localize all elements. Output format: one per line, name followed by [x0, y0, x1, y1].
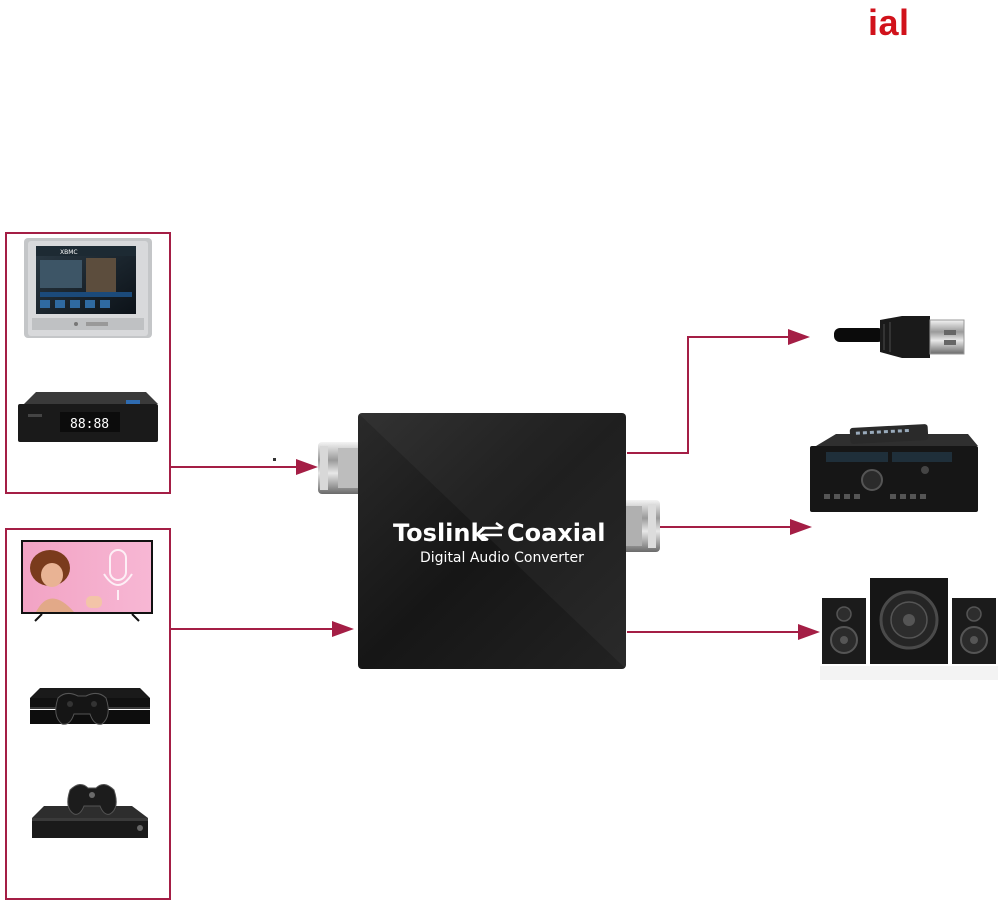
- set-top-box-icon: 88:88: [18, 392, 158, 442]
- speaker-system-icon: [820, 578, 998, 680]
- arrow-to-receiver: [660, 519, 812, 535]
- tv-app-name: XBMC: [60, 249, 78, 256]
- arrow-top-source-to-converter: [171, 459, 318, 475]
- converter-device: Toslink Coaxial Digital Audio Converter: [318, 413, 660, 669]
- left-jack-icon: [318, 442, 362, 494]
- stray-dot: [273, 458, 276, 461]
- arrow-bottom-source-to-converter: [171, 621, 354, 637]
- converter-subtitle: Digital Audio Converter: [420, 550, 584, 566]
- subwoofer-icon: [870, 578, 948, 664]
- usb-cable-icon: [834, 316, 964, 358]
- crt-tv-icon: XBMC: [24, 238, 152, 338]
- right-speaker-icon: [952, 598, 996, 664]
- arrow-to-usb: [627, 329, 810, 453]
- converter-title-left: Toslink: [393, 519, 487, 547]
- set-top-box-display: 88:88: [70, 417, 109, 432]
- xbox-console-icon: [32, 784, 148, 838]
- left-speaker-icon: [822, 598, 866, 664]
- arrow-to-speakers: [627, 624, 820, 640]
- game-console-icon: [30, 688, 150, 724]
- converter-title-right: Coaxial: [507, 519, 605, 547]
- av-receiver-icon: [810, 424, 978, 512]
- flat-tv-icon: [21, 540, 153, 621]
